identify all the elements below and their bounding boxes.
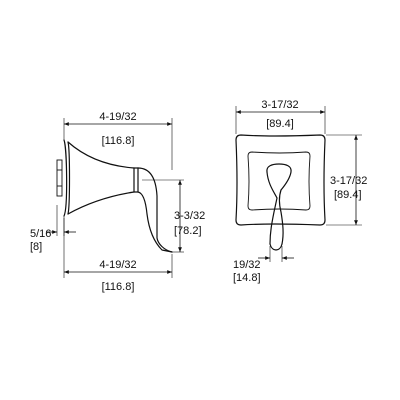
front-handle-width-imperial: 19/32 <box>233 259 261 271</box>
front-handle-width-metric: [14.8] <box>233 272 261 284</box>
dim-side-top-width: 4-19/32 [116.8] <box>63 111 173 170</box>
side-flange-offset-imperial: 5/16 <box>30 228 51 240</box>
spout-body <box>63 139 173 253</box>
side-drop-height-imperial: 3-3/32 <box>174 210 205 222</box>
trim-plate <box>235 134 326 226</box>
side-top-width-metric: [116.8] <box>102 135 135 147</box>
dim-side-bottom-width: 4-19/32 [116.8] <box>63 218 173 293</box>
front-view: 3-17/32 [89.4] 3-17/32 [89.4] 19/32 [14.… <box>233 99 367 284</box>
side-view: 4-19/32 [116.8] 3-3/32 [78.2] 5/16 [8] 4… <box>30 111 205 293</box>
lever-handle <box>266 163 292 251</box>
dim-front-plate-height: 3-17/32 [89.4] <box>326 134 367 226</box>
side-top-width-imperial: 4-19/32 <box>99 111 136 123</box>
side-drop-height-metric: [78.2] <box>174 225 202 237</box>
dim-front-handle-width: 19/32 [14.8] <box>233 246 294 284</box>
front-plate-width-imperial: 3-17/32 <box>261 99 298 111</box>
side-flange-offset-metric: [8] <box>30 241 42 253</box>
side-bottom-width-imperial: 4-19/32 <box>99 259 136 271</box>
dim-front-plate-width: 3-17/32 [89.4] <box>235 99 326 134</box>
side-bottom-width-metric: [116.8] <box>102 281 135 293</box>
front-plate-height-metric: [89.4] <box>334 189 362 201</box>
dim-side-flange-offset: 5/16 [8] <box>30 205 76 253</box>
wall-flange <box>56 159 63 197</box>
front-plate-width-metric: [89.4] <box>266 118 294 130</box>
dim-side-drop-height: 3-3/32 [78.2] <box>142 179 205 253</box>
front-plate-height-imperial: 3-17/32 <box>330 175 367 187</box>
